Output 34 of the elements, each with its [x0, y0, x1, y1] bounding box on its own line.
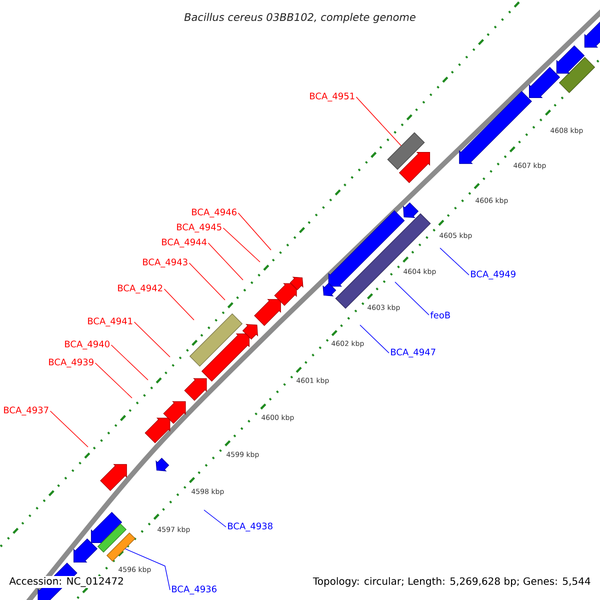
leader-line: [50, 410, 88, 448]
footer-text: Topology: circular; Length: 5,269,628 bp; Genes: 5,544: [312, 576, 592, 588]
gene-label: BCA_4938: [228, 522, 272, 532]
leader-line: [188, 262, 226, 300]
title: Bacillus cereus 03BB102, complete genome: [184, 12, 416, 24]
gene-label: BCA_4943: [143, 258, 188, 268]
leader-line: [94, 362, 132, 398]
gene-label: BCA_4939: [49, 358, 94, 368]
leader-line: [164, 288, 194, 320]
leader-line: [394, 282, 430, 316]
leader-line: [360, 324, 390, 354]
leader-line: [208, 242, 244, 280]
gene-label: BCA_4944: [162, 238, 207, 248]
leader-line: [124, 548, 170, 590]
footer-text: Accession: NC_012472: [8, 576, 125, 588]
leader-line: [134, 322, 170, 358]
leader-line: [110, 344, 148, 380]
gene-label: BCA_4942: [118, 284, 162, 294]
gene-label: BCA_4941: [88, 318, 132, 326]
leader-line: [204, 510, 226, 528]
gene-label: BCA_4937: [4, 406, 48, 416]
gene-box: [387, 132, 425, 170]
leader-line: [238, 212, 272, 250]
leader-line: [356, 96, 402, 146]
gene-label: BCA_4945: [177, 224, 222, 232]
gene-label: BCA_4949: [471, 270, 516, 280]
gene-label: BCA_4947: [391, 348, 436, 358]
gene-label: BCA_4936: [172, 586, 216, 594]
leader-line: [440, 248, 470, 276]
gene-label: feoB: [430, 312, 450, 318]
gene-label: BCA_4946: [192, 208, 236, 218]
leader-line: [222, 228, 260, 262]
gene-label: BCA_4951: [310, 92, 354, 102]
gene-label: BCA_4940: [65, 340, 110, 350]
